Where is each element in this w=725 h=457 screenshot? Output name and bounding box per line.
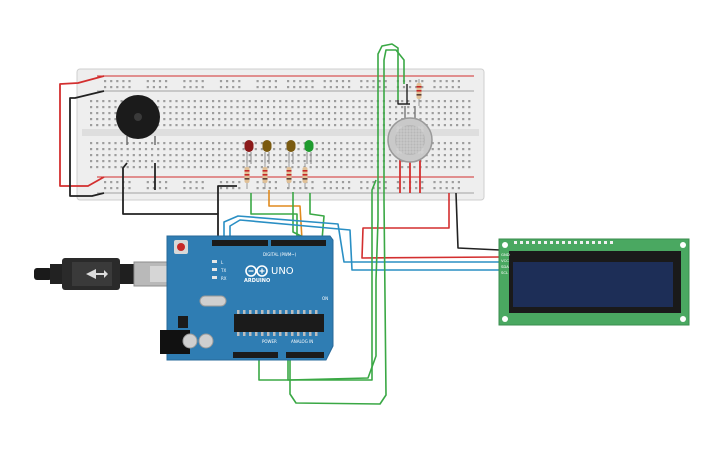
wire-blue[interactable] [223,215,500,263]
wire-black[interactable] [455,192,501,251]
breadboard[interactable] [76,68,485,201]
wire-red[interactable] [361,193,501,259]
analog-header-label: ANALOG IN [291,339,313,344]
led[interactable] [304,140,314,164]
lcd-pin-label: SCL [501,270,509,275]
lcd-screen [513,262,673,307]
lcd-pin-label: SDA [501,264,509,269]
breadboard-holes [90,80,471,190]
led[interactable] [244,140,254,164]
wire-green[interactable] [287,43,399,381]
arduino-rx-label: RX [221,276,227,281]
lcd-module[interactable]: GND VCC SDA SCL [498,238,690,326]
wire-green[interactable] [258,179,377,381]
wire-green[interactable] [289,49,405,405]
piezo-buzzer[interactable] [116,95,160,145]
led[interactable] [262,140,272,164]
wire-green[interactable] [250,193,298,240]
arduino-uno[interactable]: L TX RX ON ARDUINO UNO DIGITAL (PWM~) PO… [160,235,334,361]
wire-orange[interactable] [268,190,303,241]
arduino-tx-label: TX [220,268,226,273]
led-group [244,140,314,164]
resistor[interactable] [286,163,292,189]
arduino-logo-text: ARDUINO [244,278,270,284]
mcu-pins [237,310,318,336]
resistor[interactable] [262,163,268,189]
arduino-on-label: ON [322,296,328,301]
wire-black[interactable] [69,90,105,197]
resistor[interactable] [244,163,250,189]
arduino-l-label: L [221,260,224,265]
usb-cable[interactable] [34,258,169,290]
resistor-group [244,79,422,189]
lcd-header-pins [514,241,613,244]
wire-black[interactable] [122,162,219,240]
digital-header-label: DIGITAL (PWM~) [263,252,297,257]
power-header-label: POWER [262,339,277,344]
arduino-model-text: UNO [271,266,294,277]
lcd-pin-label: GND [501,252,510,257]
resistor[interactable] [302,163,308,189]
lcd-pin-labels: GND VCC SDA SCL [501,252,510,275]
arduino-logo-icon [245,265,268,277]
wire-red[interactable] [59,75,105,187]
led[interactable] [286,140,296,164]
wire-black[interactable] [217,185,237,214]
sensor-mesh [396,126,424,154]
resistor[interactable] [416,79,422,106]
lcd-pin-label: VCC [501,258,509,263]
usb-icon [86,269,108,279]
gas-sensor[interactable] [387,106,433,193]
wire-black[interactable] [397,100,410,105]
